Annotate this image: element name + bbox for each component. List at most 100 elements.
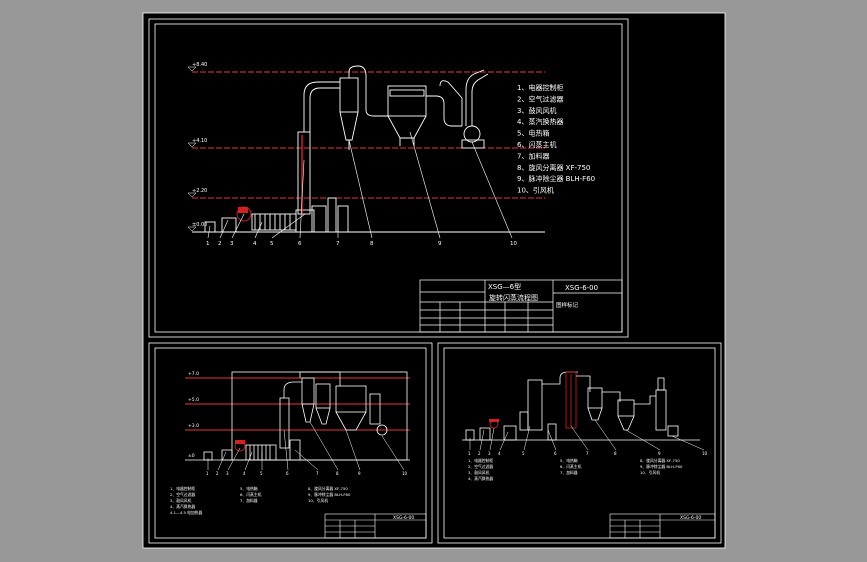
title-block-drawing-no: XSG-6-00 (565, 284, 598, 292)
sheet-2-callout-4: 4 (243, 471, 246, 476)
sheet-3-leader-4 (499, 431, 509, 451)
sheet-3-callout-10: 10 (702, 451, 708, 456)
sheet-3-callout-1: 1 (468, 451, 471, 456)
sheet-2-leader-4 (244, 451, 253, 471)
sheet-2-leader-2 (217, 451, 227, 471)
sheet-3-legend-item-2: 2、空气过滤器 (468, 464, 493, 469)
sheet-3-callout-4: 4 (498, 451, 501, 456)
sheet-3-leader-3 (489, 427, 495, 451)
sheet-3-callout-numbers: 1 2 3 4 5 6 7 8 9 10 (468, 451, 708, 456)
sheet-2-legend-item-6: 5、电热箱 (240, 486, 258, 491)
legend-item-4: 4、蒸汽换热器 (517, 117, 563, 126)
sheet-3-callout-9: 9 (658, 451, 661, 456)
sheet-3-leader-lines (469, 419, 705, 451)
sheet-1-leader-lines (207, 131, 513, 239)
leader-3 (231, 213, 245, 239)
sheet-2-callout-7: 7 (316, 471, 319, 476)
leader-6 (299, 159, 305, 239)
sheet-3-callout-8: 8 (614, 451, 617, 456)
leader-9 (409, 131, 441, 239)
drawing-sheet (143, 13, 725, 548)
callout-4: 4 (253, 241, 257, 247)
callout-1: 1 (206, 241, 210, 247)
sheet-3-legend-item-1: 1、电器控制柜 (468, 458, 493, 463)
title-block-drawing-name: 旋转闪蒸流程图 (489, 293, 538, 302)
sheet-2-callout-2: 2 (216, 471, 219, 476)
callout-6: 6 (298, 241, 302, 247)
sheet-2-elevation-label-3: ±0 (188, 453, 195, 459)
sheet-3-leader-6 (547, 429, 557, 451)
legend-item-5: 5、电热箱 (517, 129, 549, 138)
sheet-1-flow-diagram: +8.40+4.10+2.20±0.00 (148, 18, 629, 338)
sheet-2-drawing-no: XSG-6-00 (393, 515, 414, 521)
sheet-1-title-block (419, 279, 623, 333)
sheet-outer-border (142, 12, 726, 549)
elevation-marker-1 (187, 142, 197, 148)
legend-item-3: 3、鼓风风机 (517, 106, 556, 115)
sheet-3-legend-item-3: 3、鼓风风机 (468, 470, 490, 475)
sheet-3-callout-3: 3 (488, 451, 491, 456)
sheet-2-leader-7 (294, 449, 319, 471)
elevation-marker-0 (187, 66, 197, 72)
elevation-label-3: ±0.00 (192, 222, 207, 228)
sheet-2-inner-frame (154, 347, 427, 539)
callout-2: 2 (218, 241, 222, 247)
sheet-2-callout-6: 6 (286, 471, 289, 476)
callout-8: 8 (370, 241, 374, 247)
sheet-3-callout-7: 7 (586, 451, 589, 456)
sheet-3-legend-item-8: 8、旋风分离器 XF-750 (640, 458, 680, 463)
sheet-3-outer-frame (437, 342, 722, 544)
elevation-marker-3 (187, 226, 197, 232)
sheet-2-callout-3: 3 (226, 471, 229, 476)
legend-item-9: 9、脉冲除尘器 BLH-F60 (517, 174, 595, 183)
sheet-2-leader-10 (381, 435, 405, 471)
sheet-2-legend-item-10: 9、脉冲除尘器 BLH-F60 (308, 492, 351, 497)
sheet-3-inner-frame (443, 347, 716, 539)
sheet-3-drawing-no: XSG-6-00 (680, 515, 701, 521)
sheet-2-outer-frame (148, 342, 433, 544)
sheet-2-callout-1: 1 (206, 471, 209, 476)
sheet-3-legend-item-7: 7、加料器 (560, 470, 578, 475)
legend-item-6: 6、闪蒸主机 (517, 140, 556, 149)
sheet-2-callout-9: 9 (358, 471, 361, 476)
sheet-2-legend-item-1: 1、电器控制柜 (170, 486, 195, 491)
sheet-3-title-block (609, 513, 716, 539)
leader-1 (207, 225, 211, 239)
sheet-2-legend-item-7: 6、闪蒸主机 (240, 492, 262, 497)
sheet-2-callout-5: 5 (260, 471, 263, 476)
sheet-2-elevation-label-1: +5.0 (188, 397, 199, 403)
callout-3: 3 (230, 241, 234, 247)
sheet-3-legend-item-4: 4、蒸汽换热器 (468, 476, 493, 481)
sheet-1-elevation-lines: +8.40+4.10+2.20±0.00 (187, 62, 545, 232)
sheet-3-callout-2: 2 (478, 451, 481, 456)
sheet-2-leader-9 (345, 429, 361, 471)
sheet-1-outer-frame (148, 18, 629, 338)
legend-item-2: 2、空气过滤器 (517, 94, 563, 103)
sheet-3-legend-item-6: 6、闪蒸主机 (560, 464, 582, 469)
sheet-3-leader-8 (594, 419, 617, 451)
sheet-2-legend-item-3: 3、鼓风风机 (170, 498, 192, 503)
sheet-3-leader-2 (479, 429, 485, 451)
sheet-3-callout-6: 6 (554, 451, 557, 456)
leader-4 (254, 221, 263, 239)
sheet-2-leader-lines (207, 421, 405, 471)
sheet-3-callout-5: 5 (522, 451, 525, 456)
sheet-3-legend-item-9: 9、脉冲除尘器 BLH-F60 (640, 464, 683, 469)
legend-item-7: 7、加料器 (517, 151, 549, 160)
sheet-2-legend-item-8: 7、加料器 (240, 498, 258, 503)
sheet-2-equipment (185, 371, 410, 461)
sheet-2-elevation-label-0: +7.0 (188, 371, 199, 377)
sheet-3-leader-9 (625, 429, 661, 451)
elevation-label-0: +8.40 (192, 62, 207, 68)
sheet-2-legend-item-2: 2、空气过滤器 (170, 492, 195, 497)
sheet-3-legend-item-5: 5、电热箱 (560, 458, 578, 463)
sheet-3-legend-item-10: 10、引风机 (640, 470, 660, 475)
sheet-2-leader-6 (283, 429, 289, 471)
callout-9: 9 (438, 241, 442, 247)
sheet-2-legend-item-5: 4.1—4.5 电加热器 (170, 510, 202, 515)
